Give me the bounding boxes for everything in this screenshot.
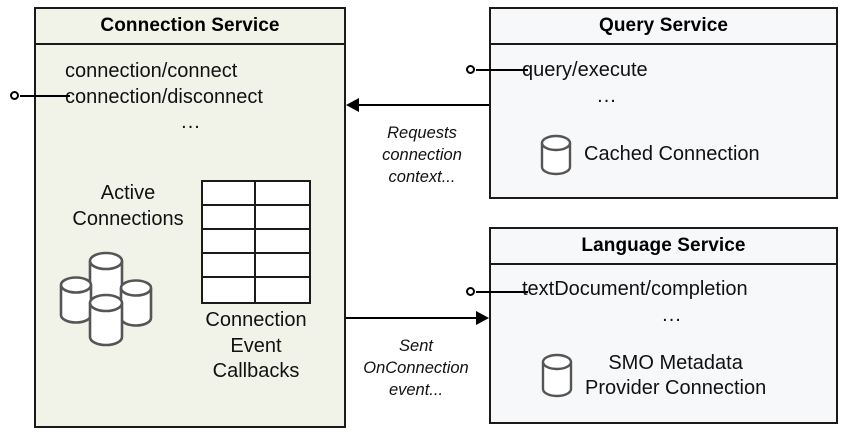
component-connection-service[interactable]: Connection Service connection/connect co… xyxy=(34,7,346,428)
query-service-ellipsis: ... xyxy=(597,84,617,107)
connector-label-line2: connection xyxy=(382,145,462,164)
table-cell xyxy=(256,230,309,254)
database-cylinder-icon xyxy=(540,352,574,400)
table-cell xyxy=(203,230,256,254)
database-cylinder-icon xyxy=(539,133,573,177)
operation-query-execute: query/execute xyxy=(522,59,648,81)
query-service-body: query/execute ... Cached Connection xyxy=(491,45,836,199)
table-cell xyxy=(256,206,309,230)
component-language-service[interactable]: Language Service textDocument/completion… xyxy=(489,227,838,424)
smo-metadata-provider-label: SMO Metadata Provider Connection xyxy=(585,351,766,401)
cached-connection-label: Cached Connection xyxy=(584,143,760,166)
active-connections-label-line2: Connections xyxy=(72,207,184,230)
connection-service-operations: connection/connect connection/disconnect… xyxy=(65,59,325,136)
connector-label-line1: Sent xyxy=(399,337,433,355)
callbacks-label-line2: Event xyxy=(230,334,282,357)
operation-textdocument-completion: textDocument/completion xyxy=(522,278,748,300)
query-service-operations: query/execute ... xyxy=(522,58,802,109)
table-cell xyxy=(203,278,256,302)
arrow-head-right-icon xyxy=(476,311,489,325)
smo-metadata-provider-row: SMO Metadata Provider Connection xyxy=(540,351,766,401)
table-cell xyxy=(203,182,256,206)
table-cell xyxy=(256,278,309,302)
query-service-title: Query Service xyxy=(491,9,836,45)
operation-connection-connect: connection/connect xyxy=(65,60,238,82)
lollipop-circle-icon xyxy=(466,287,475,296)
arrow-head-left-icon xyxy=(346,98,359,112)
provider-label-line1: SMO Metadata xyxy=(608,352,743,374)
table-grid-icon xyxy=(201,180,311,304)
language-service-body: textDocument/completion ... SMO Metadata… xyxy=(491,265,836,424)
callbacks-label-line3: Callbacks xyxy=(212,360,300,383)
lollipop-stem xyxy=(20,95,70,97)
connector-line xyxy=(358,104,489,106)
lollipop-circle-icon xyxy=(10,91,19,100)
active-connections-label-line1: Active xyxy=(100,182,156,204)
database-cluster-icon xyxy=(53,241,171,347)
provider-label-line2: Provider Connection xyxy=(585,377,767,400)
table-cell xyxy=(256,254,309,278)
callbacks-label-line1: Connection xyxy=(205,309,307,331)
language-service-title: Language Service xyxy=(491,229,836,265)
connector-label-requests-connection-context: Requests connection context... xyxy=(360,123,484,188)
connector-label-line3: event... xyxy=(388,380,444,399)
connection-service-interface-lollipop[interactable] xyxy=(10,89,70,103)
connector-label-sent-onconnection-event: Sent OnConnection event... xyxy=(349,336,483,401)
connection-event-callbacks-label: Connection Event Callbacks xyxy=(181,308,331,385)
lollipop-stem xyxy=(476,69,528,71)
table-cell xyxy=(203,206,256,230)
language-service-operations: textDocument/completion ... xyxy=(522,277,832,328)
active-connections-label: Active Connections xyxy=(48,181,208,232)
lollipop-circle-icon xyxy=(466,65,475,74)
query-service-interface-lollipop[interactable] xyxy=(466,63,528,77)
operation-connection-disconnect: connection/disconnect xyxy=(65,85,263,108)
language-service-interface-lollipop[interactable] xyxy=(466,285,528,299)
component-query-service[interactable]: Query Service query/execute ... Cached C… xyxy=(489,7,838,199)
connector-label-line1: Requests xyxy=(387,124,457,142)
connector-label-line2: OnConnection xyxy=(363,358,469,377)
lollipop-stem xyxy=(476,291,528,293)
connector-label-line3: context... xyxy=(388,167,456,186)
table-cell xyxy=(256,182,309,206)
language-service-ellipsis: ... xyxy=(662,303,682,326)
cached-connection-row: Cached Connection xyxy=(539,133,760,177)
connection-service-ellipsis: ... xyxy=(181,111,201,134)
connection-service-body: connection/connect connection/disconnect… xyxy=(36,45,344,428)
connector-line xyxy=(346,317,477,319)
table-cell xyxy=(203,254,256,278)
connection-service-title: Connection Service xyxy=(36,9,344,45)
